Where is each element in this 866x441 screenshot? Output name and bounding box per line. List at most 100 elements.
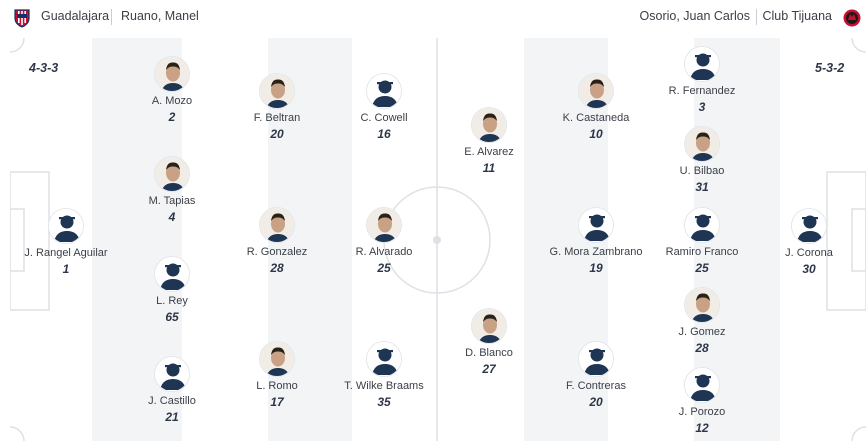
player-number: 21 xyxy=(165,410,179,424)
player-number: 27 xyxy=(482,362,496,376)
player-name: U. Bilbao xyxy=(679,165,725,177)
player-name: J. Rangel Aguilar xyxy=(24,247,108,259)
player-number: 12 xyxy=(695,421,709,435)
player-number: 2 xyxy=(168,110,176,124)
player-number: 11 xyxy=(482,161,496,175)
player-name: R. Gonzalez xyxy=(246,246,308,258)
away-player[interactable]: U. Bilbao 31 xyxy=(647,126,757,194)
player-number: 30 xyxy=(802,262,816,276)
player-photo xyxy=(259,73,295,109)
player-name: C. Cowell xyxy=(360,112,408,124)
away-coach-name[interactable]: Osorio, Juan Carlos xyxy=(639,9,750,23)
player-number: 16 xyxy=(377,127,391,141)
player-name: F. Contreras xyxy=(566,380,626,392)
lineup-header: Guadalajara Ruano, Manel Osorio, Juan Ca… xyxy=(0,0,866,36)
home-coach-name[interactable]: Ruano, Manel xyxy=(121,9,199,23)
player-number: 19 xyxy=(589,261,603,275)
home-player[interactable]: A. Mozo 2 xyxy=(117,56,227,124)
home-player[interactable]: R. Gonzalez 28 xyxy=(222,207,332,275)
player-name: L. Romo xyxy=(256,380,298,392)
player-name: J. Corona xyxy=(785,247,833,259)
player-number: 31 xyxy=(695,180,709,194)
away-player[interactable]: F. Contreras 20 xyxy=(541,341,651,409)
player-placeholder-icon xyxy=(154,256,190,292)
chivas-crest-icon[interactable] xyxy=(13,8,31,28)
pitch-stripe xyxy=(608,38,694,441)
player-photo xyxy=(471,107,507,143)
away-player[interactable]: K. Castaneda 10 xyxy=(541,73,651,141)
player-number: 3 xyxy=(698,100,706,114)
player-name: T. Wilke Braams xyxy=(344,380,424,392)
player-placeholder-icon xyxy=(154,356,190,392)
away-player[interactable]: E. Alvarez 11 xyxy=(434,107,544,175)
player-name: R. Alvarado xyxy=(355,246,413,258)
player-name: G. Mora Zambrano xyxy=(549,246,643,258)
player-name: Ramiro Franco xyxy=(665,246,739,258)
player-number: 1 xyxy=(62,262,70,276)
player-name: K. Castaneda xyxy=(562,112,630,124)
player-placeholder-icon xyxy=(578,207,614,243)
player-name: R. Fernandez xyxy=(668,85,736,97)
player-number: 25 xyxy=(377,261,391,275)
player-photo xyxy=(684,126,720,162)
player-name: A. Mozo xyxy=(151,95,193,107)
player-placeholder-icon xyxy=(366,73,402,109)
away-player[interactable]: R. Fernandez 3 xyxy=(647,46,757,114)
player-number: 65 xyxy=(165,310,179,324)
player-name: J. Castillo xyxy=(148,395,196,407)
home-player[interactable]: L. Romo 17 xyxy=(222,341,332,409)
away-player[interactable]: Ramiro Franco 25 xyxy=(647,207,757,275)
home-player[interactable]: J. Castillo 21 xyxy=(117,356,227,424)
away-player[interactable]: J. Gomez 28 xyxy=(647,287,757,355)
player-placeholder-icon xyxy=(684,46,720,82)
player-number: 35 xyxy=(377,395,391,409)
player-photo xyxy=(259,341,295,377)
player-name: D. Blanco xyxy=(465,347,513,359)
home-player[interactable]: T. Wilke Braams 35 xyxy=(329,341,439,409)
pitch-stripe xyxy=(182,38,268,441)
away-formation: 5-3-2 xyxy=(815,61,845,75)
player-placeholder-icon xyxy=(684,367,720,403)
player-number: 10 xyxy=(589,127,603,141)
away-player[interactable]: G. Mora Zambrano 19 xyxy=(541,207,651,275)
player-number: 17 xyxy=(270,395,284,409)
player-photo xyxy=(154,56,190,92)
player-photo xyxy=(471,308,507,344)
player-name: E. Alvarez xyxy=(464,146,514,158)
home-player[interactable]: M. Tapias 4 xyxy=(117,156,227,224)
player-number: 28 xyxy=(695,341,709,355)
player-placeholder-icon xyxy=(578,341,614,377)
player-placeholder-icon xyxy=(48,208,84,244)
away-team-name[interactable]: Club Tijuana xyxy=(762,9,833,23)
away-player[interactable]: J. Corona 30 xyxy=(754,208,864,276)
player-photo xyxy=(366,207,402,243)
player-photo xyxy=(684,287,720,323)
player-number: 4 xyxy=(168,210,176,224)
home-player[interactable]: C. Cowell 16 xyxy=(329,73,439,141)
player-placeholder-icon xyxy=(684,207,720,243)
player-photo xyxy=(154,156,190,192)
xolos-crest-icon[interactable] xyxy=(843,8,861,28)
header-divider xyxy=(111,9,112,25)
player-placeholder-icon xyxy=(366,341,402,377)
home-team-name[interactable]: Guadalajara xyxy=(41,9,110,23)
home-formation: 4-3-3 xyxy=(29,61,59,75)
player-number: 20 xyxy=(270,127,284,141)
player-name: J. Gomez xyxy=(678,326,726,338)
player-placeholder-icon xyxy=(791,208,827,244)
player-name: M. Tapias xyxy=(148,195,196,207)
home-player[interactable]: R. Alvarado 25 xyxy=(329,207,439,275)
player-photo xyxy=(578,73,614,109)
header-divider xyxy=(756,9,757,25)
player-number: 20 xyxy=(589,395,603,409)
pitch-stripe xyxy=(438,38,524,441)
pitch-markings xyxy=(10,38,866,441)
home-player[interactable]: J. Rangel Aguilar 1 xyxy=(11,208,121,276)
player-number: 25 xyxy=(695,261,709,275)
away-player[interactable]: D. Blanco 27 xyxy=(434,308,544,376)
player-number: 28 xyxy=(270,261,284,275)
